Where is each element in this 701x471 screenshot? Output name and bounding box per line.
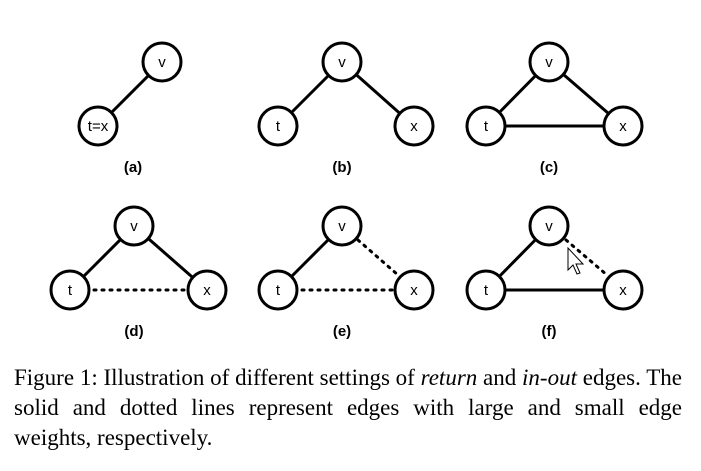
svg-text:t: t bbox=[484, 118, 489, 135]
svg-text:x: x bbox=[203, 282, 211, 299]
figure-caption: Figure 1: Illustration of different sett… bbox=[14, 365, 682, 450]
node-x: x bbox=[186, 269, 228, 311]
svg-text:x: x bbox=[619, 118, 627, 135]
edge-settings-diagram: v t=x (a) v t x (b) v bbox=[49, 41, 644, 340]
node-x: x bbox=[602, 105, 644, 147]
svg-text:v: v bbox=[158, 54, 166, 71]
node-t: t bbox=[465, 269, 507, 311]
node-x: x bbox=[602, 269, 644, 311]
svg-text:t: t bbox=[276, 118, 281, 135]
panel-b: v t x (b) bbox=[257, 41, 435, 176]
panel-label: (e) bbox=[333, 323, 351, 340]
caption-in-out: in-out bbox=[522, 365, 577, 390]
node-t: t=x bbox=[77, 105, 119, 147]
svg-text:t: t bbox=[68, 282, 73, 299]
panel-label: (d) bbox=[124, 323, 143, 340]
node-t: t bbox=[465, 105, 507, 147]
svg-text:x: x bbox=[410, 282, 418, 299]
node-t: t bbox=[49, 269, 91, 311]
node-v: v bbox=[321, 205, 363, 247]
panel-label: (f) bbox=[542, 323, 557, 340]
svg-text:t=x: t=x bbox=[88, 118, 109, 135]
panel-c: v t x (c) bbox=[465, 41, 644, 176]
panel-a: v t=x (a) bbox=[77, 41, 183, 176]
svg-text:v: v bbox=[545, 218, 553, 235]
panel-e: v t x (e) bbox=[257, 205, 435, 340]
svg-text:v: v bbox=[338, 218, 346, 235]
node-v: v bbox=[528, 205, 570, 247]
node-v: v bbox=[321, 41, 363, 83]
svg-text:x: x bbox=[619, 282, 627, 299]
mouse-pointer-icon bbox=[567, 246, 585, 275]
node-t: t bbox=[257, 269, 299, 311]
svg-text:v: v bbox=[545, 54, 553, 71]
node-v: v bbox=[141, 41, 183, 83]
node-t: t bbox=[257, 105, 299, 147]
edge-v-x-dotted bbox=[564, 238, 609, 277]
svg-text:t: t bbox=[484, 282, 489, 299]
node-v: v bbox=[528, 41, 570, 83]
panel-label: (c) bbox=[540, 159, 558, 176]
panel-f: v t x (f) bbox=[465, 205, 644, 340]
svg-text:v: v bbox=[130, 218, 138, 235]
svg-text:t: t bbox=[276, 282, 281, 299]
panel-label: (a) bbox=[124, 159, 142, 176]
svg-text:x: x bbox=[410, 118, 418, 135]
edge-v-x-dotted bbox=[356, 238, 400, 277]
node-x: x bbox=[393, 269, 435, 311]
node-x: x bbox=[393, 105, 435, 147]
panel-label: (b) bbox=[332, 159, 351, 176]
panel-d: v t x (d) bbox=[49, 205, 228, 340]
caption-return: return bbox=[420, 365, 478, 390]
svg-text:v: v bbox=[338, 54, 346, 71]
node-v: v bbox=[113, 205, 155, 247]
